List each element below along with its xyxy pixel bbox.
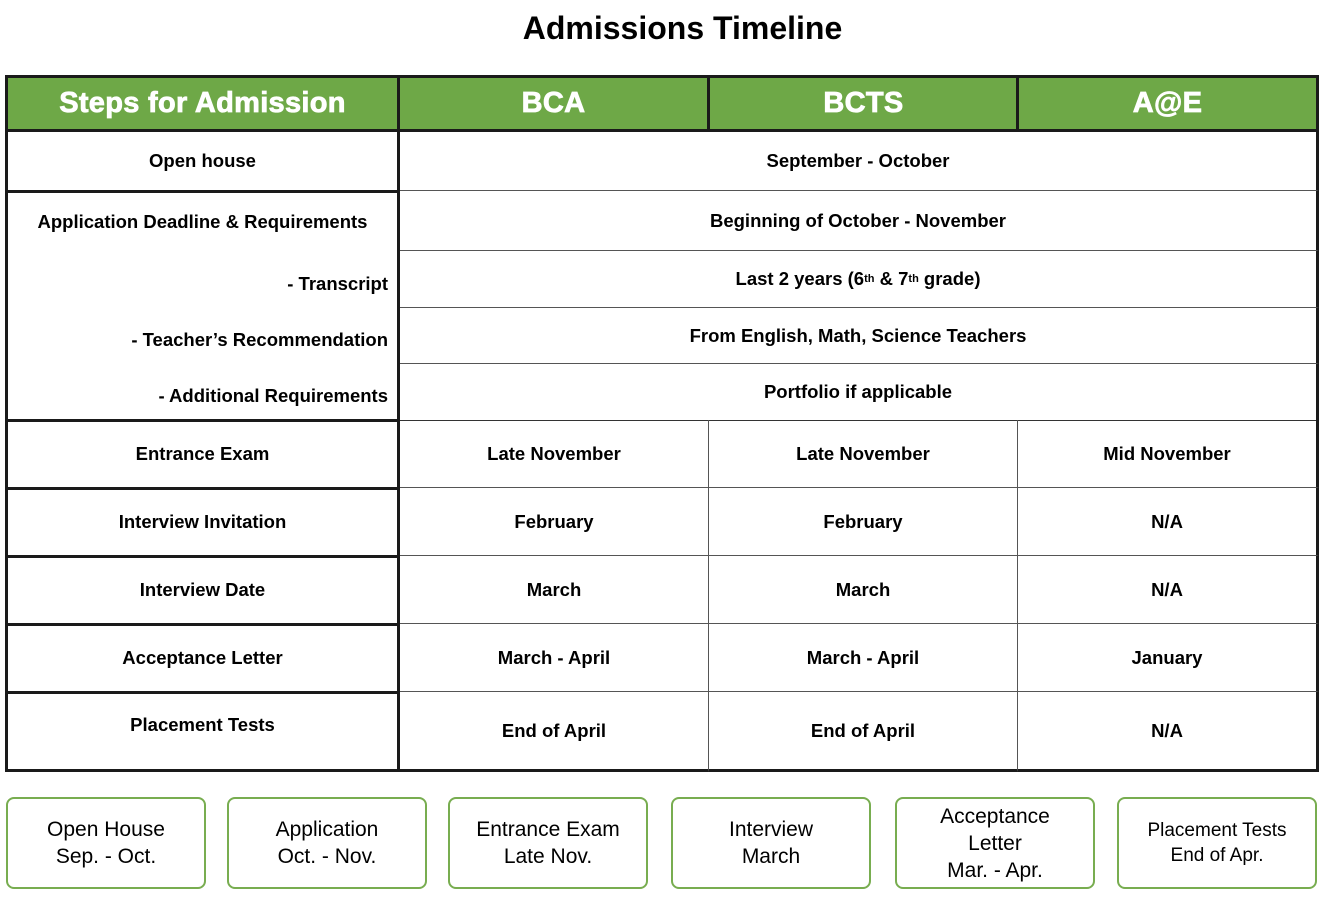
timeline-text: Application xyxy=(275,818,379,841)
header-ae: A@E xyxy=(1016,75,1319,132)
step-value: January xyxy=(1018,624,1319,692)
step-label: Interview Date xyxy=(5,556,400,626)
step-value: March xyxy=(709,556,1018,624)
sup: th xyxy=(864,273,875,285)
page-title: Admissions Timeline xyxy=(522,10,843,46)
step-value: Late November xyxy=(400,420,709,488)
timeline-text: Interview xyxy=(728,818,814,841)
timeline-text: Open House xyxy=(47,818,165,841)
timeline-text: Sep. - Oct. xyxy=(55,845,157,868)
transcript-text: & 7 xyxy=(874,268,909,289)
timeline-text: Letter xyxy=(968,831,1022,855)
step-value: N/A xyxy=(1018,488,1319,556)
step-application-group xyxy=(5,191,400,422)
step-value: N/A xyxy=(1018,692,1319,772)
timeline-text: Entrance Exam xyxy=(476,818,620,841)
timeline-text: Late Nov. xyxy=(503,845,593,868)
sup: th xyxy=(908,273,919,285)
step-value: End of April xyxy=(709,692,1018,772)
timeline-text: Oct. - Nov. xyxy=(277,845,377,868)
step-value: End of April xyxy=(400,692,709,772)
step-value: February xyxy=(709,488,1018,556)
step-value: N/A xyxy=(1018,556,1319,624)
recommendation-value: From English, Math, Science Teachers xyxy=(400,308,1319,364)
step-value: Late November xyxy=(709,420,1018,488)
step-label: Acceptance Letter xyxy=(5,624,400,694)
step-additional: - Additional Requirements xyxy=(158,385,388,406)
header-steps: Steps for Admission xyxy=(5,75,400,132)
step-recommendation: - Teacher’s Recommendation xyxy=(131,329,388,350)
additional-value: Portfolio if applicable xyxy=(400,364,1319,421)
step-value: March xyxy=(400,556,709,624)
step-label: Interview Invitation xyxy=(5,488,400,558)
step-value: March - April xyxy=(400,624,709,692)
timeline-text: March xyxy=(741,845,801,868)
step-transcript: - Transcript xyxy=(287,273,388,294)
timeline-text: Mar. - Apr. xyxy=(947,858,1043,882)
step-value: March - April xyxy=(709,624,1018,692)
header-bca: BCA xyxy=(397,75,710,132)
step-label: Placement Tests xyxy=(5,692,400,772)
timeline-text: Acceptance xyxy=(940,804,1050,828)
step-application: Application Deadline & Requirements xyxy=(37,211,368,232)
step-label: Entrance Exam xyxy=(5,420,400,490)
timeline-text: End of Apr. xyxy=(1170,845,1264,866)
application-value: Beginning of October - November xyxy=(400,191,1319,251)
step-value: Mid November xyxy=(1018,420,1319,488)
open-house-value: September - October xyxy=(400,132,1319,191)
transcript-text: Last 2 years (6 xyxy=(735,268,865,289)
step-value: February xyxy=(400,488,709,556)
step-open-house: Open house xyxy=(5,132,400,193)
transcript-text: grade) xyxy=(918,268,981,289)
header-bcts: BCTS xyxy=(707,75,1020,132)
timeline-text: Placement Tests xyxy=(1147,820,1287,841)
